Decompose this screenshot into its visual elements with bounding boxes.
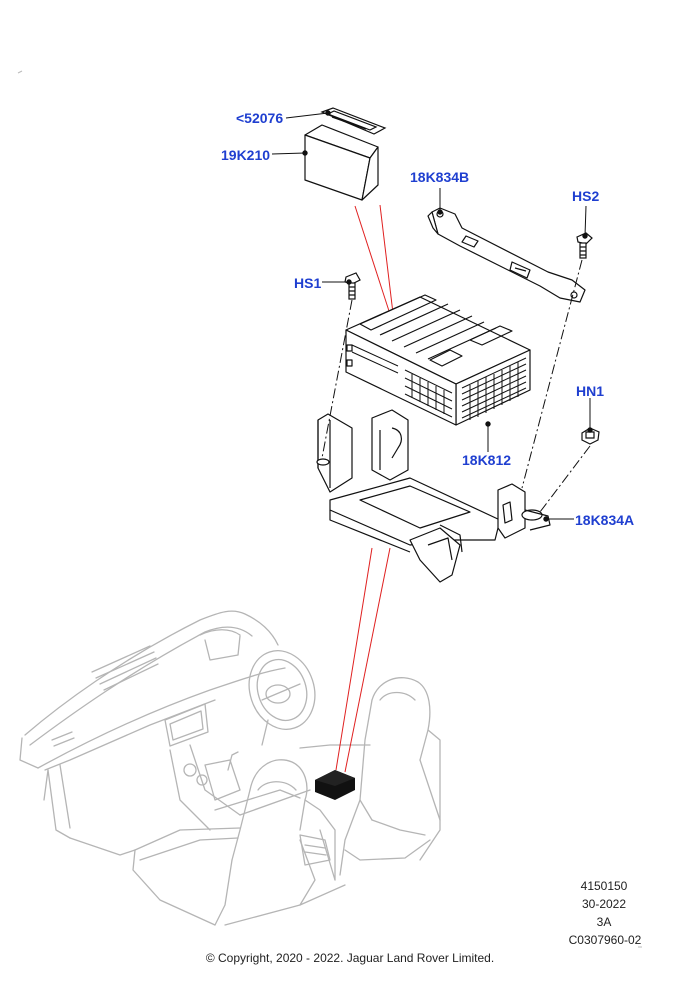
vehicle-interior-illustration [19, 610, 441, 926]
copyright-notice: © Copyright, 2020 - 2022. Jaguar Land Ro… [205, 951, 495, 965]
callout-HS1[interactable]: HS1 [294, 275, 322, 291]
callout-18K834B[interactable]: 18K834B [410, 169, 470, 185]
module-location-marker [315, 770, 355, 800]
assembly-centerlines [321, 259, 591, 513]
part-18K834B-bracket [427, 207, 586, 303]
part-19K210-module [304, 124, 379, 201]
part-18K812-radio-unit [345, 294, 531, 426]
callout-19K210[interactable]: 19K210 [221, 147, 271, 163]
callout-18K834A[interactable]: 18K834A [575, 512, 635, 528]
callout-52076[interactable]: <52076 [236, 110, 284, 126]
callout-18K812[interactable]: 18K812 [462, 452, 512, 468]
illustration-number: 4150150 [580, 879, 628, 893]
sheet-code: 3A [596, 915, 612, 929]
part-18K834A-bracket [316, 409, 551, 583]
part-HS1-screw [344, 272, 361, 300]
callout-HN1[interactable]: HN1 [576, 383, 605, 399]
date-code: 30-2022 [581, 897, 627, 911]
part-52076-pad [320, 107, 387, 135]
callout-leader-lines [271, 110, 593, 522]
drawing-code: C0307960-02 [568, 933, 642, 947]
corner-marks [17, 70, 642, 948]
callout-HS2[interactable]: HS2 [572, 188, 600, 204]
